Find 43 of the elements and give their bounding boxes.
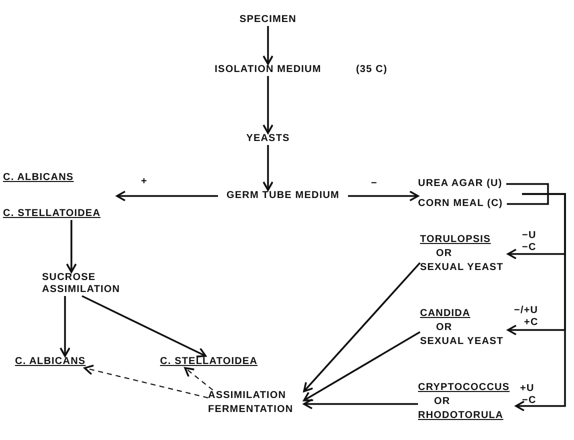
step-label: FERMENTATION [208,404,294,416]
step-label: ISOLATION MEDIUM [214,64,322,76]
dashed-arrow [84,364,208,398]
step-label: SUCROSE ASSIMILATION [42,272,122,296]
result-sign: +U [520,383,534,394]
organism-name: SEXUAL YEAST [420,262,504,274]
step-label: SPECIMEN [239,14,297,26]
organism-name: C. ALBICANS [15,356,86,368]
connector-word: OR [434,396,450,408]
test-label: CORN MEAL (C) [418,198,503,210]
organism-name: C. ALBICANS [3,172,74,184]
organism-name: CANDIDA [420,308,470,320]
organism-name: TORULOPSIS [420,234,491,246]
result-sign: −C [522,242,536,253]
arrow [262,26,274,65]
arrow [348,190,419,202]
arrow [303,262,421,392]
organism-name: C. STELLATOIDEA [3,208,101,220]
organism-name: SEXUAL YEAST [420,336,504,348]
arrow [303,398,418,410]
organism-name: RHODOTORULA [418,410,504,422]
connector-word: OR [436,248,452,260]
arrow [66,220,77,273]
dashed-arrow [184,367,214,390]
arrow [262,145,274,191]
arrow [303,331,420,402]
step-label: YEASTS [246,133,290,145]
arrow [116,190,218,202]
result-sign: −C [522,395,536,406]
result-sign: (35 C) [356,64,388,75]
result-sign: −/+U [514,305,538,316]
arrow [262,76,274,134]
test-label: UREA AGAR (U) [418,178,502,190]
organism-name: C. STELLATOIDEA [160,356,258,368]
arrow [60,296,70,357]
arrow [515,193,566,412]
result-sign: +C [524,317,538,328]
result-sign: −U [522,230,536,241]
arrow [82,295,206,358]
step-label: ASSIMILATION [208,390,286,402]
step-label: GERM TUBE MEDIUM [226,190,340,202]
connector-word: OR [436,322,452,334]
organism-name: CRYPTOCOCCUS [418,382,510,394]
